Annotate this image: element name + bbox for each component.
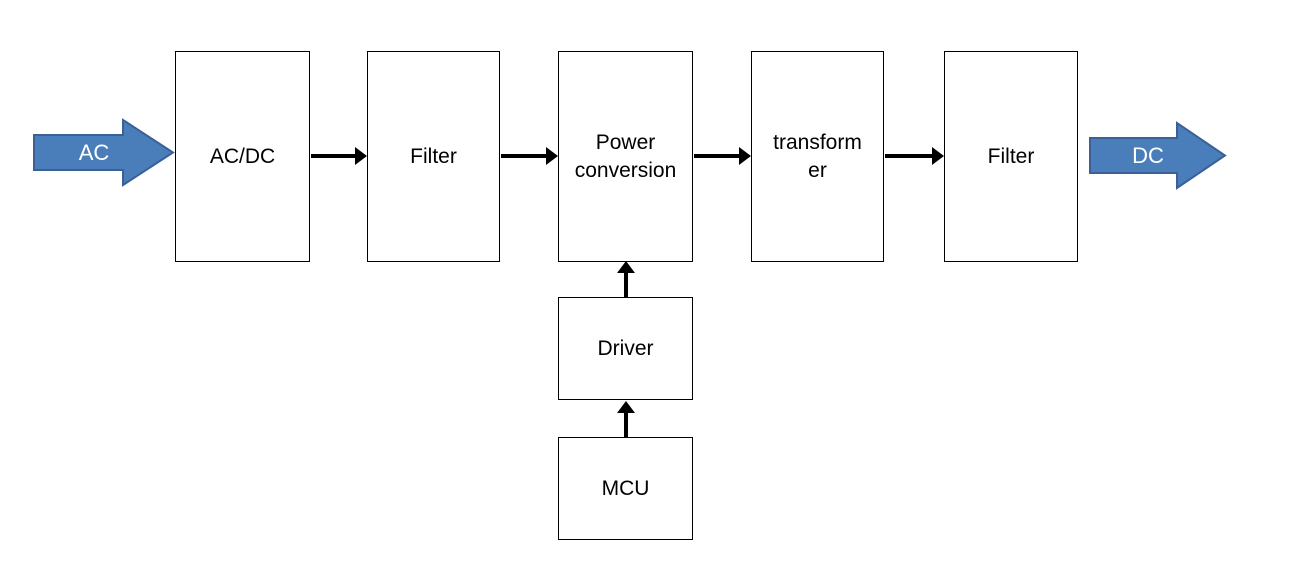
connector-filter1-to-power xyxy=(501,147,558,165)
block-driver[interactable]: Driver xyxy=(558,297,693,400)
block-label-power-conversion: Power conversion xyxy=(574,130,677,182)
block-filter-2[interactable]: Filter xyxy=(944,51,1078,262)
connector-power-to-transformer xyxy=(694,147,751,165)
block-label-filter-2: Filter xyxy=(987,144,1035,168)
block-mcu[interactable]: MCU xyxy=(558,437,693,540)
block-ac-dc[interactable]: AC/DC xyxy=(175,51,310,262)
input-arrow-ac: AC xyxy=(33,118,175,187)
block-transformer[interactable]: transform er xyxy=(751,51,884,262)
connector-mcu-to-driver xyxy=(617,401,635,437)
connector-acdc-to-filter1 xyxy=(311,147,367,165)
block-label-mcu: MCU xyxy=(601,476,650,500)
connector-driver-to-power xyxy=(617,261,635,297)
output-arrow-dc-shape xyxy=(1089,121,1227,190)
input-arrow-ac-label: AC xyxy=(79,140,110,165)
block-label-driver: Driver xyxy=(597,336,654,360)
input-arrow-ac-shape xyxy=(33,118,175,187)
block-label-ac-dc: AC/DC xyxy=(209,144,276,168)
output-arrow-dc-label: DC xyxy=(1132,143,1164,168)
block-label-filter-1: Filter xyxy=(410,144,457,168)
block-filter-1[interactable]: Filter xyxy=(367,51,500,262)
output-arrow-dc: DC xyxy=(1089,121,1227,190)
connector-transformer-to-filter2 xyxy=(885,147,944,165)
block-label-transformer: transform er xyxy=(773,130,862,182)
block-power-conversion[interactable]: Power conversion xyxy=(558,51,693,262)
